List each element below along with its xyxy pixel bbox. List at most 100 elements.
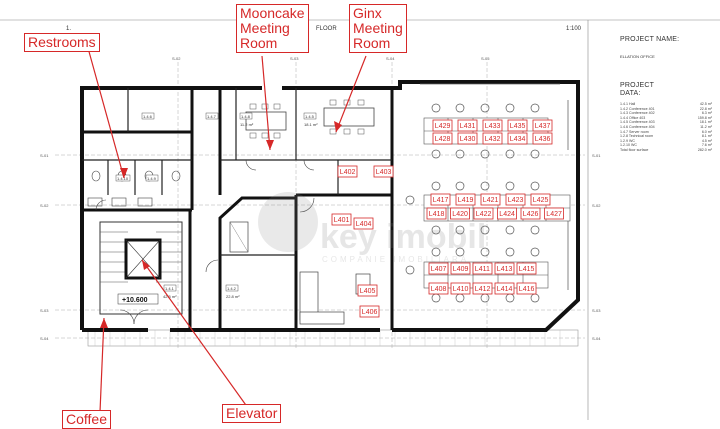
desk-label: L404 xyxy=(353,217,374,230)
desk-id: L410 xyxy=(453,286,469,293)
desk-label: L428 xyxy=(432,132,453,145)
desk-label: L437 xyxy=(532,119,553,132)
desk-label: L427 xyxy=(544,207,564,220)
plan-scale: 1:100 xyxy=(566,26,582,32)
desk-label: L411 xyxy=(472,262,493,275)
desk-id: L436 xyxy=(535,136,551,143)
desk-label: L406 xyxy=(359,305,380,318)
desk-id: L425 xyxy=(533,197,549,204)
project-data-value: 159.8 m² xyxy=(697,115,712,120)
project-data-value: 6.3 m² xyxy=(701,111,712,116)
desk-label: L417 xyxy=(430,193,451,206)
grid-mark-top-3: S-04 xyxy=(386,56,395,61)
room-tag-141: 1.4.1 xyxy=(165,286,175,291)
desk-label: L412 xyxy=(472,282,493,295)
desk-label: L436 xyxy=(532,132,553,145)
desk-id: L414 xyxy=(497,286,513,293)
ginx-label-line3: Room xyxy=(353,35,391,51)
room-tag-142: 1.4.2 xyxy=(227,286,237,291)
grid-mark-left-1: S-01 xyxy=(40,153,49,158)
desk-label: L425 xyxy=(530,193,551,206)
project-data-label: 1.4.4 Office 403 xyxy=(620,115,646,120)
project-data-value: 11.2 m² xyxy=(700,125,712,129)
desk-id: L437 xyxy=(535,123,551,130)
desk-id: L434 xyxy=(510,136,526,143)
project-data-label: 1.4.6 Conference 404 xyxy=(620,125,655,129)
desk-id: L404 xyxy=(356,221,372,228)
desk-label: L405 xyxy=(357,284,378,297)
grid-mark-left-2: S-02 xyxy=(40,203,49,208)
desk-id: L406 xyxy=(362,309,378,316)
project-data-heading-1: PROJECT xyxy=(620,82,655,89)
room-area-145: 18.1 m² xyxy=(304,122,318,127)
mooncake-room-callout: Mooncake Meeting Room xyxy=(236,4,309,53)
desk-label: L430 xyxy=(457,132,478,145)
project-data-label: 1.2.9 WC xyxy=(620,138,635,143)
grid-mark-left-4: S-04 xyxy=(40,336,49,341)
desk-label: L434 xyxy=(507,132,528,145)
mooncake-label-line1: Mooncake xyxy=(240,5,305,21)
project-data-value: 7.6 m² xyxy=(701,143,712,148)
desk-label: L419 xyxy=(455,193,476,206)
desk-label: L402 xyxy=(337,165,358,178)
mooncake-label-line2: Meeting xyxy=(240,20,290,36)
project-data-row: 1.4.1 Hall 42.5 m² xyxy=(620,102,712,106)
mooncake-label-line3: Room xyxy=(240,35,278,51)
project-data-label: 1.4.3 Conference 402 xyxy=(620,111,655,116)
desk-id: L427 xyxy=(546,211,562,218)
desk-label: L413 xyxy=(494,262,515,275)
project-name: ELLATION OFFICE xyxy=(620,54,655,59)
elevation-mark: +10.600 xyxy=(122,297,148,304)
ginx-label-line2: Meeting xyxy=(353,20,403,36)
desk-id: L415 xyxy=(519,266,535,273)
desk-label: L401 xyxy=(331,213,352,226)
ginx-label-line1: Ginx xyxy=(353,5,382,21)
project-data-value: 8.1 m² xyxy=(701,134,712,139)
project-data-label: 1.4.7 Server room xyxy=(620,129,649,134)
desk-label: L418 xyxy=(426,207,447,220)
desk-label: L407 xyxy=(428,262,449,275)
desk-id: L403 xyxy=(376,169,392,176)
desk-label: L408 xyxy=(428,282,449,295)
restrooms-label: Restrooms xyxy=(28,34,96,50)
project-data-value: 42.5 m² xyxy=(699,102,712,106)
project-data-row: 1.2.10 WC 7.6 m² xyxy=(620,143,712,147)
grid-mark-right-1: S-01 xyxy=(592,153,601,158)
grid-mark-right-3: S-03 xyxy=(592,308,601,313)
desk-id: L412 xyxy=(475,286,491,293)
desk-label: L433 xyxy=(482,119,503,132)
desk-label: L420 xyxy=(450,207,470,220)
grid-mark-right-2: S-02 xyxy=(592,203,601,208)
grid-mark-top-4: S-05 xyxy=(481,56,490,61)
project-data-value: 22.8 m² xyxy=(699,106,712,111)
floor-number: 1. xyxy=(66,26,71,32)
desk-id: L435 xyxy=(510,123,526,130)
floor-suffix: FLOOR xyxy=(316,26,337,32)
desk-id: L413 xyxy=(497,266,513,273)
room-area-148: 11.2 m² xyxy=(240,122,254,127)
desk-label: L423 xyxy=(505,193,526,206)
elevator-callout: Elevator xyxy=(222,404,282,423)
desk-id: L409 xyxy=(453,266,469,273)
room-tag-146: 1.4.6 xyxy=(143,114,153,119)
desk-id: L418 xyxy=(429,211,445,218)
desk-id: L401 xyxy=(334,217,350,224)
desk-id: L433 xyxy=(485,123,501,130)
desk-id: L408 xyxy=(431,286,447,293)
project-data-label: 1.2.10 WC xyxy=(620,143,637,148)
desk-label: L426 xyxy=(520,207,541,220)
project-data-label: 1.4.1 Hall xyxy=(620,102,636,106)
project-data-value: 282.0 m² xyxy=(697,148,712,152)
desk-id: L405 xyxy=(360,288,376,295)
grid-mark-top-1: S-02 xyxy=(172,56,181,61)
watermark-subtext: COMPANIE IMOBILIARĂ xyxy=(322,255,469,264)
desk-id: L422 xyxy=(476,211,492,218)
desk-id: L429 xyxy=(435,123,451,130)
project-data-value: 18.1 m² xyxy=(699,120,712,125)
